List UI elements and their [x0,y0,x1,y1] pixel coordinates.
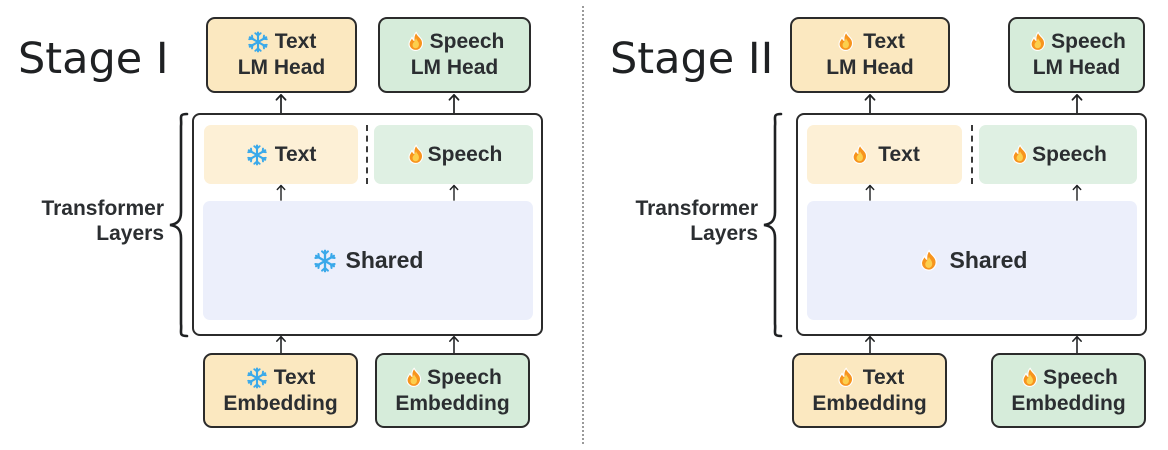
curly-brace [169,112,189,338]
text-lm-head-box[interactable]: Text LM Head [206,17,357,93]
speech-embedding-line-2: Embedding [395,392,509,416]
speech-embedding-line-2-label: Embedding [395,391,510,415]
text-lm-head-line-1: Text [835,30,905,54]
brace-label-line-1: Transformer [635,197,758,220]
text-layer-label: Text [878,142,920,166]
speech-embedding-line-1-label: Speech [1043,365,1118,389]
speech-embedding-box[interactable]: Speech Embedding [375,353,530,428]
text-embedding-line-1-label: Text [862,365,905,389]
speech-embedding-box[interactable]: Speech Embedding [991,353,1146,428]
text-embedding-line-1: Text [835,365,905,390]
shared-layer-label: Shared [345,247,424,273]
speech-layer-block[interactable]: Speech [979,125,1137,184]
modality-split-dashed-line [971,125,973,184]
modality-split-dashed-line [366,125,368,184]
flame-icon [405,144,427,166]
shared-layer-block[interactable]: Shared [807,201,1137,320]
speech-lm-head-line-1: Speech [405,30,505,54]
page-title: Stage I [18,34,169,84]
speech-embedding-line-1: Speech [403,366,502,390]
speech-layer-label: Speech [1032,142,1107,166]
speech-embedding-line-2: Embedding [1011,392,1125,416]
text-embedding-line-2-label: Embedding [812,391,927,415]
arrow-speech-layer-to-head [1071,94,1083,114]
speech-lm-head-line-1-label: Speech [429,30,505,53]
text-lm-head-line-2: LM Head [238,56,326,80]
shared-layer-label: Shared [949,247,1028,273]
text-embedding-line-2: Embedding [223,392,337,416]
speech-lm-head-line-2: LM Head [1033,56,1121,80]
speech-embedding-line-1-label: Speech [427,365,502,389]
text-embedding-line-1-label: Text [273,365,316,389]
snowflake-icon [247,31,269,53]
flame-icon [835,367,857,389]
arrow-text-layer-to-head [864,94,876,114]
transformer-layers-label: Transformer Layers [0,196,164,246]
text-embedding-line-2: Embedding [812,392,926,416]
panel-divider [582,6,584,444]
speech-embedding-line-1: Speech [1019,366,1118,390]
text-layer-block[interactable]: Text [204,125,358,184]
speech-lm-head-line-2: LM Head [411,56,499,80]
speech-lm-head-line-1: Speech [1027,30,1126,54]
speech-lm-head-box[interactable]: Speech LM Head [1008,17,1145,93]
flame-icon [403,367,425,389]
transformer-layers-label: Transformer Layers [586,196,758,246]
text-embedding-line-2-label: Embedding [223,391,338,415]
speech-lm-head-box[interactable]: Speech LM Head [378,17,531,93]
brace-label-line-2: Layers [690,222,758,245]
text-layer-label: Text [274,142,317,166]
flame-icon [917,249,941,273]
arrow-shared-to-speech-layer [449,184,459,201]
text-lm-head-line-2-label: LM Head [826,56,914,79]
text-embedding-line-1: Text [246,365,316,390]
arrow-text-embedding-to-transformer [865,335,875,354]
snowflake-icon [246,367,268,389]
speech-layer-label: Speech [427,142,503,166]
curly-brace [763,112,783,338]
arrow-shared-to-text-layer [276,184,286,201]
text-lm-head-line-2: LM Head [826,56,914,80]
speech-lm-head-line-2-label: LM Head [1032,56,1121,79]
page-title: Stage II [610,34,774,84]
text-lm-head-line-1: Text [247,30,317,54]
shared-layer-block[interactable]: Shared [203,201,533,320]
speech-lm-head-line-2-label: LM Head [410,56,499,79]
text-layer-block[interactable]: Text [807,125,962,184]
speech-layer-block[interactable]: Speech [374,125,533,184]
flame-icon [405,31,427,53]
text-lm-head-line-1-label: Text [863,30,905,53]
flame-icon [1009,144,1031,166]
text-embedding-box[interactable]: Text Embedding [203,353,358,428]
flame-icon [1027,31,1049,53]
brace-label-line-1: Transformer [41,197,164,220]
brace-label-line-2: Layers [96,222,164,245]
arrow-speech-embedding-to-transformer [1072,335,1082,354]
arrow-speech-embedding-to-transformer [449,335,459,354]
text-lm-head-box[interactable]: Text LM Head [790,17,950,93]
text-embedding-box[interactable]: Text Embedding [792,353,947,428]
speech-embedding-line-2-label: Embedding [1011,391,1126,415]
flame-icon [849,144,871,166]
panel-stage-1: Stage I Transformer Layers Text LM Head [0,0,582,450]
arrow-shared-to-speech-layer [1072,184,1082,201]
arrow-text-embedding-to-transformer [276,335,286,354]
panel-stage-2: Stage II Transformer Layers Text LM Head [586,0,1168,450]
text-lm-head-line-2-label: LM Head [237,56,326,79]
snowflake-icon [246,144,268,166]
flame-icon [1019,367,1041,389]
arrow-text-layer-to-head [275,94,287,114]
arrow-speech-layer-to-head [448,94,460,114]
snowflake-icon [313,249,337,273]
arrow-shared-to-text-layer [865,184,875,201]
text-lm-head-line-1-label: Text [274,30,317,53]
flame-icon [835,31,857,53]
speech-lm-head-line-1-label: Speech [1051,30,1126,53]
